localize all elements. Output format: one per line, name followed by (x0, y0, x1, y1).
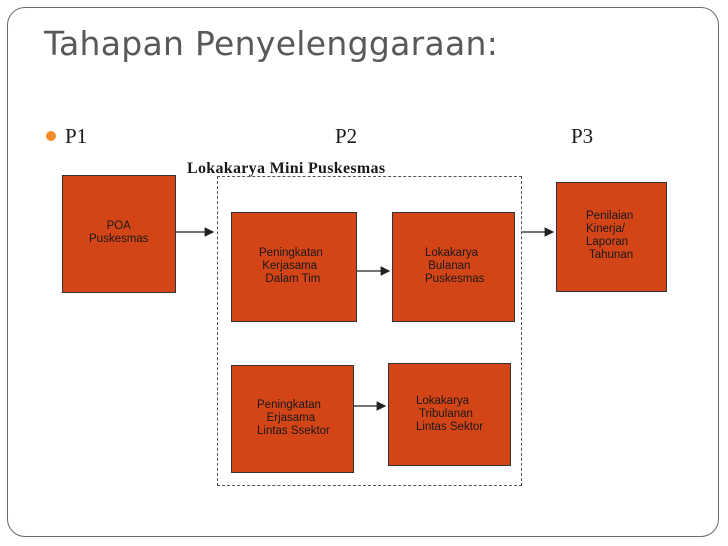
bullet-icon (46, 131, 56, 141)
group-title: Lokakarya Mini Puskesmas (187, 160, 386, 177)
box-penilaian-kinerja-label: Penilaian Kinerja/ Laporan Tahunan (586, 210, 634, 261)
box-penilaian-kinerja: Penilaian Kinerja/ Laporan Tahunan (556, 182, 667, 292)
phase-p1-label: P1 (65, 124, 88, 148)
slide-frame (7, 7, 719, 537)
box-lokakarya-bulanan: Lokakarya Bulanan Puskesmas (392, 212, 515, 322)
box-peningkatan-kerjasama: Peningkatan Kerjasama Dalam Tim (231, 212, 357, 322)
box-poa-puskesmas: POA Puskesmas (62, 175, 176, 293)
phase-p2-label: P2 (335, 124, 358, 148)
box-poa-puskesmas-label: POA Puskesmas (89, 220, 149, 245)
box-peningkatan-kerjasama-label: Peningkatan Kerjasama Dalam Tim (259, 247, 323, 285)
phase-p3-label: P3 (571, 124, 594, 148)
slide-title: Tahapan Penyelenggaraan: (44, 24, 499, 63)
box-peningkatan-erjasama: Peningkatan Erjasama Lintas Ssektor (231, 365, 354, 473)
box-peningkatan-erjasama-label: Peningkatan Erjasama Lintas Ssektor (257, 399, 330, 437)
lokakarya-group-border (217, 176, 522, 486)
box-lokakarya-tribulanan-label: Lokakarya Tribulanan Lintas Sektor (416, 395, 484, 433)
box-lokakarya-bulanan-label: Lokakarya Bulanan Puskesmas (425, 247, 485, 285)
box-lokakarya-tribulanan: Lokakarya Tribulanan Lintas Sektor (388, 363, 511, 466)
